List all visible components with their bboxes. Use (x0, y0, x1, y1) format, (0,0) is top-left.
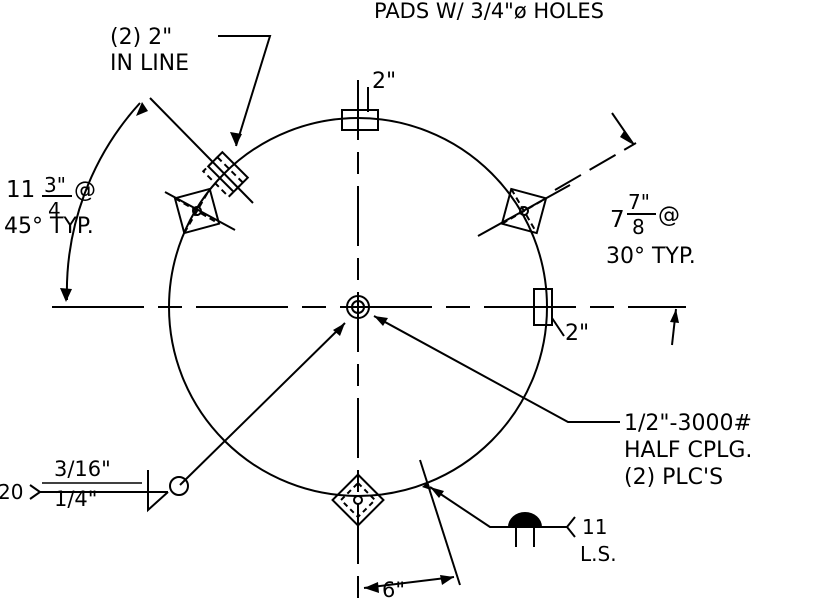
bottom-dim-arrow-left (364, 582, 379, 593)
weld-right-tail (565, 516, 576, 538)
inline-pads (201, 150, 250, 199)
cplg-leader (373, 315, 620, 423)
right-fraction-whole: 7 (610, 207, 625, 233)
bottom-dim-line (363, 576, 455, 589)
weld-right-num-label: 11 (582, 515, 607, 539)
right-fraction-at: @ (658, 203, 680, 228)
left-fraction-whole: 11 (6, 177, 35, 203)
upper-left-lug (173, 187, 221, 235)
weld-left-circle (169, 476, 189, 496)
bottom-lug (331, 473, 385, 527)
weld-right-leader (429, 486, 510, 528)
right-fraction-den: 8 (632, 215, 645, 239)
bottom-dim-ext (419, 459, 461, 586)
bottom-dim-arrow-right (440, 575, 454, 585)
right-dim-arrow-bottom (670, 309, 679, 323)
left-fraction-at: @ (74, 178, 96, 203)
cplg-arrow (374, 316, 388, 326)
cplg-line-1: 1/2"-3000# (624, 411, 752, 436)
right-dim-leader (551, 317, 565, 337)
top-pad (341, 109, 379, 131)
cplg-line-2: HALF CPLG. (624, 438, 752, 463)
weld-top-label: 3/16" (54, 457, 111, 481)
weld-bottom-label: 1/4" (54, 487, 97, 511)
right-dim-label: 2" (565, 321, 589, 346)
right-pad (533, 288, 553, 326)
left-fraction-den: 4 (48, 198, 61, 222)
pads-note: PADS W/ 3/4"ø HOLES (374, 0, 604, 23)
cplg-line-3: (2) PLC'S (624, 465, 723, 490)
right-angle-label: 30° TYP. (606, 244, 696, 269)
right-dim-arrow-top (620, 131, 632, 144)
weld-left-ref-label: 20 (0, 480, 23, 504)
weld-right-bead (508, 512, 542, 527)
center-coupling-inner (351, 300, 365, 314)
top-dim-label: 2" (372, 69, 396, 94)
weld-left-leader (179, 322, 346, 486)
upper-right-tick (611, 112, 635, 146)
bottom-weld-mark (422, 482, 431, 490)
weld-left-symbol (147, 470, 169, 513)
left-fraction-num: 3" (44, 173, 66, 197)
center-coupling-outer (346, 295, 370, 319)
upper-right-extension (554, 142, 637, 191)
upper-left-leader (149, 97, 254, 204)
bottom-dim-label: 6" (382, 578, 405, 602)
left-angle-arc (65, 102, 141, 301)
upper-right-lug-line (477, 184, 571, 237)
left-angle-label: 45° TYP. (4, 214, 94, 239)
inline-arrow (230, 132, 242, 146)
inline-count-label: (2) 2" (110, 25, 172, 50)
left-arc-arrow-top (136, 102, 148, 116)
left-arc-arrow-bottom (60, 288, 72, 302)
weld-left-arrow (333, 323, 345, 336)
inline-label: IN LINE (110, 51, 189, 76)
weld-right-ls-label: L.S. (580, 542, 617, 566)
right-fraction-num: 7" (628, 190, 650, 214)
upper-left-lug-line (164, 191, 236, 231)
weld-right-arrow (430, 487, 444, 498)
inline-leader (218, 35, 272, 147)
weld-left-tail (29, 484, 42, 500)
